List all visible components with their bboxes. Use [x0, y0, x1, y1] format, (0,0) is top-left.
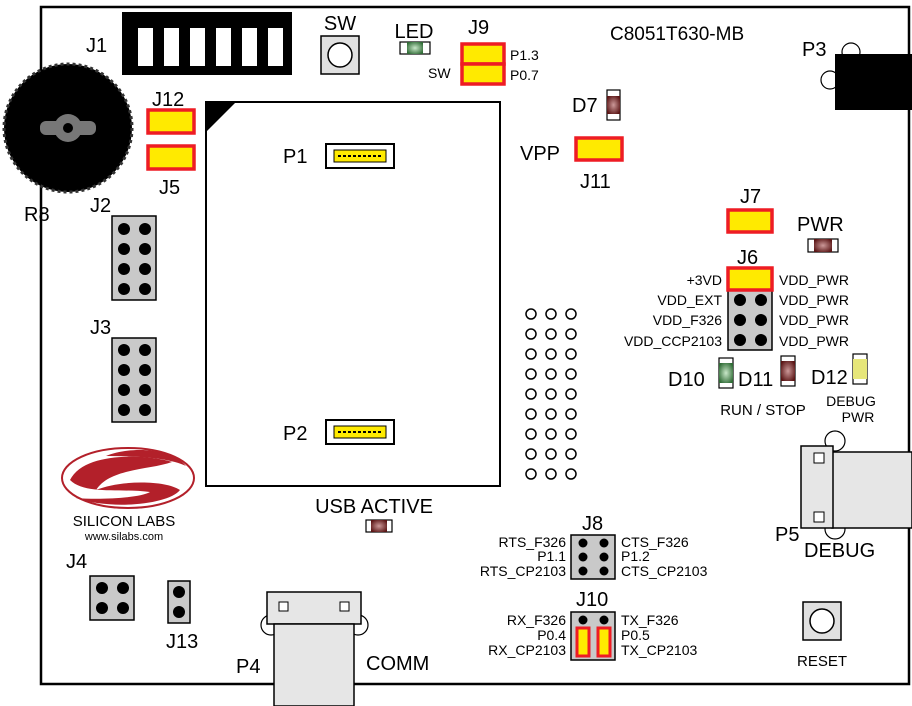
label-d10: D10 — [668, 369, 705, 391]
label-led: LED — [395, 21, 434, 43]
j8-right-2: CTS_CP2103 — [621, 563, 708, 579]
led-d7 — [606, 89, 621, 121]
jumper-j11 — [574, 136, 624, 162]
p4-connector — [260, 591, 369, 706]
jumper-j12 — [146, 108, 196, 135]
label-j5: J5 — [159, 177, 180, 199]
led-d12 — [852, 353, 868, 385]
reset-button — [802, 601, 842, 641]
logo-text: SILICON LABS — [73, 513, 176, 530]
label-vpp: VPP — [520, 143, 560, 165]
p5-connector — [800, 430, 912, 540]
jumper-j7 — [726, 208, 774, 234]
label-usb-active: USB ACTIVE — [315, 496, 433, 518]
j10-right-2: TX_CP2103 — [621, 642, 697, 658]
j3-header — [111, 337, 157, 423]
label-j6: J6 — [737, 247, 758, 269]
silicon-labs-logo — [61, 447, 195, 509]
label-d7: D7 — [572, 95, 598, 117]
j1-connector — [122, 12, 292, 75]
label-r8: R8 — [24, 204, 50, 226]
label-j8: J8 — [582, 513, 603, 535]
label-debug-pwr-2: PWR — [842, 409, 875, 425]
label-j10: J10 — [576, 589, 608, 611]
j10-left-0: RX_F326 — [507, 612, 566, 628]
j2-header — [111, 215, 157, 301]
j8-right-1: P1.2 — [621, 548, 650, 564]
jumper-j5 — [146, 144, 196, 171]
j4-header — [89, 575, 135, 621]
led-d11 — [780, 355, 796, 387]
jumper-j9-bottom — [460, 62, 506, 86]
j6-left-2: VDD_F326 — [653, 312, 722, 328]
led-green — [399, 41, 431, 55]
label-j12: J12 — [152, 89, 184, 111]
label-p2: P2 — [283, 423, 307, 445]
led-pwr — [807, 238, 839, 253]
board-title: C8051T630-MB — [610, 24, 744, 45]
label-j1: J1 — [86, 35, 107, 57]
label-p3: P3 — [802, 39, 826, 61]
label-run-stop: RUN / STOP — [720, 402, 806, 419]
label-j3: J3 — [90, 317, 111, 339]
j6-header — [726, 266, 774, 351]
label-j13: J13 — [166, 631, 198, 653]
label-j7: J7 — [740, 186, 761, 208]
led-usb-active — [365, 519, 393, 533]
j6-left-0: +3VD — [687, 272, 722, 288]
j6-left-1: VDD_EXT — [657, 292, 722, 308]
label-p1: P1 — [283, 146, 307, 168]
label-d11: D11 — [738, 369, 773, 391]
p1-connector — [325, 143, 395, 169]
j6-right-3: VDD_PWR — [779, 333, 849, 349]
j6-right-0: VDD_PWR — [779, 272, 849, 288]
led-d10 — [718, 357, 734, 389]
label-debug-pwr-1: DEBUG — [826, 393, 876, 409]
label-sw-small: SW — [428, 65, 451, 81]
j6-right-1: VDD_PWR — [779, 292, 849, 308]
label-pwr: PWR — [797, 214, 844, 236]
label-reset: RESET — [797, 653, 847, 670]
j8-left-1: P1.1 — [537, 548, 566, 564]
j6-left-3: VDD_CCP2103 — [624, 333, 722, 349]
j8-left-0: RTS_F326 — [499, 534, 567, 550]
label-debug: DEBUG — [804, 540, 875, 562]
jumper-j9-top — [460, 42, 506, 66]
j8-header — [570, 534, 616, 580]
j6-right-2: VDD_PWR — [779, 312, 849, 328]
j8-right-0: CTS_F326 — [621, 534, 689, 550]
r8-potentiometer — [2, 62, 134, 194]
j10-left-1: P0.4 — [537, 627, 566, 643]
label-p4: P4 — [236, 656, 260, 678]
j10-right-1: P0.5 — [621, 627, 650, 643]
label-comm: COMM — [366, 653, 429, 675]
j10-right-0: TX_F326 — [621, 612, 679, 628]
p2-connector — [325, 419, 395, 445]
sw-button — [320, 35, 360, 75]
label-j4: J4 — [66, 551, 87, 573]
j10-header — [570, 611, 616, 661]
label-p5: P5 — [775, 524, 799, 546]
label-d12: D12 — [811, 367, 848, 389]
label-j9: J9 — [468, 17, 489, 39]
j13-header — [167, 580, 191, 624]
j8-left-2: RTS_CP2103 — [480, 563, 566, 579]
logo-url: www.silabs.com — [84, 531, 163, 543]
p3-connector — [820, 42, 912, 110]
test-point-grid — [525, 308, 577, 480]
label-p1-3: P1.3 — [510, 47, 539, 63]
label-p0-7: P0.7 — [510, 67, 539, 83]
label-j2: J2 — [90, 195, 111, 217]
label-j11: J11 — [580, 171, 611, 193]
j10-left-2: RX_CP2103 — [488, 642, 566, 658]
label-sw: SW — [324, 13, 356, 35]
